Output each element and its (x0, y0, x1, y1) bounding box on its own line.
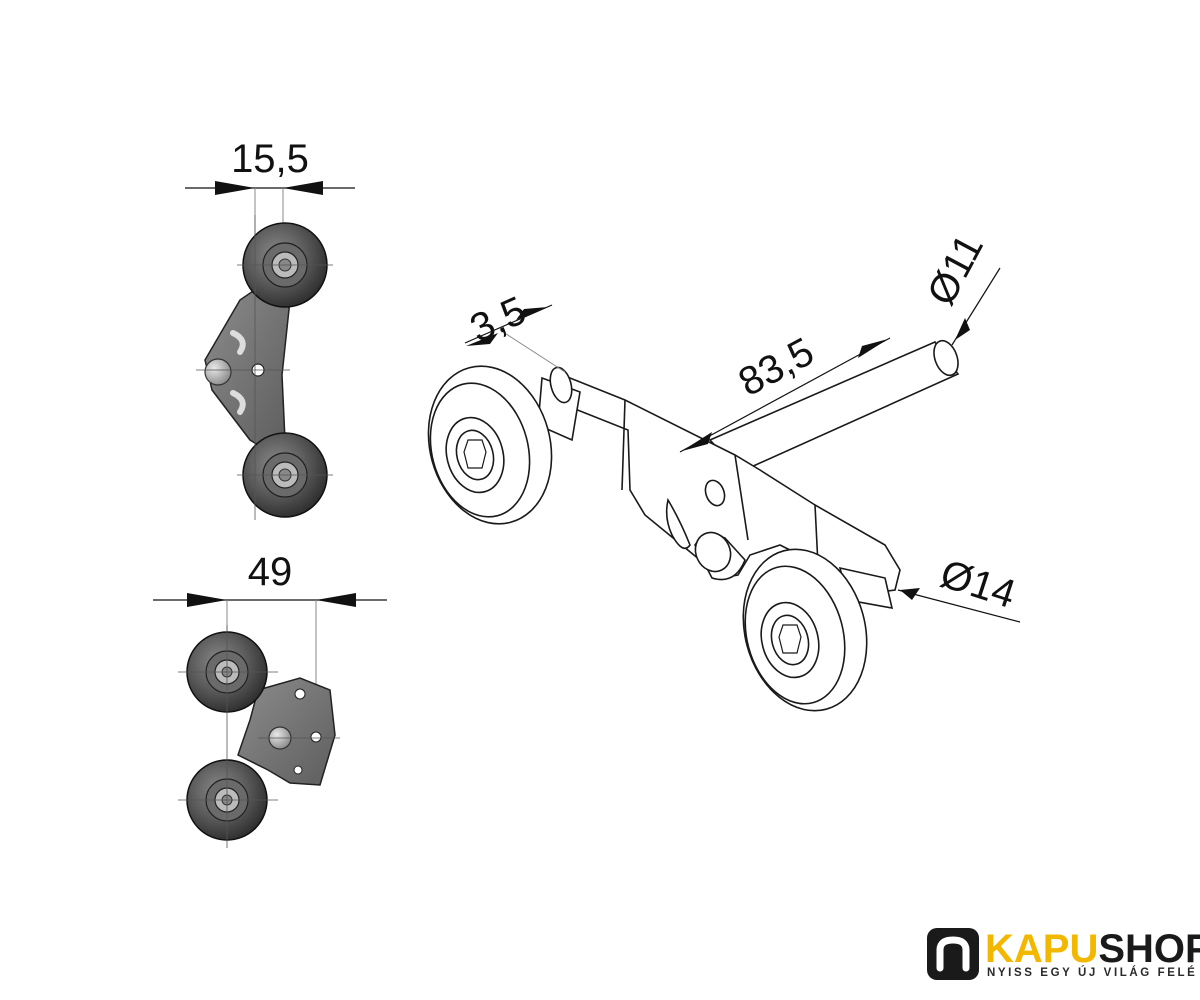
dimension-label-axle-diameter: Ø11 (919, 227, 992, 312)
logo-wordmark-shop: SHOP (1098, 927, 1200, 971)
dimension-label-axle-length: 83,5 (732, 330, 821, 405)
isometric-view (427, 339, 960, 712)
bracket-plate (204, 284, 291, 446)
dimension-label-flange-thickness: 3,5 (464, 288, 533, 351)
dimension-label-wheel-diameter: Ø14 (935, 552, 1021, 617)
dimension-label-side-view-width: 49 (248, 550, 293, 594)
logo-tagline: NYISS EGY ÚJ VILÁG FELÉ (987, 966, 1197, 979)
iso-dimensions (464, 267, 1021, 623)
logo-wordmark: KAPUSHOP (985, 927, 1200, 971)
kapushop-logo: KAPUSHOP NYISS EGY ÚJ VILÁG FELÉ (927, 927, 1200, 980)
iso-wheel-front (427, 365, 553, 525)
iso-wheel-back (742, 548, 868, 712)
centerlines-top-view (196, 215, 333, 520)
logo-wordmark-kapu: KAPU (985, 927, 1098, 971)
adjuster-knob (204, 358, 232, 386)
dimension-49 (153, 593, 387, 700)
centerlines-side-view (178, 625, 340, 848)
logo-door-icon (927, 928, 979, 980)
top-view: 15,5 (185, 137, 355, 520)
iso-adjuster-knob (694, 531, 746, 581)
dimension-label-top-view-width: 15,5 (231, 137, 309, 181)
side-view: 49 (153, 550, 387, 848)
